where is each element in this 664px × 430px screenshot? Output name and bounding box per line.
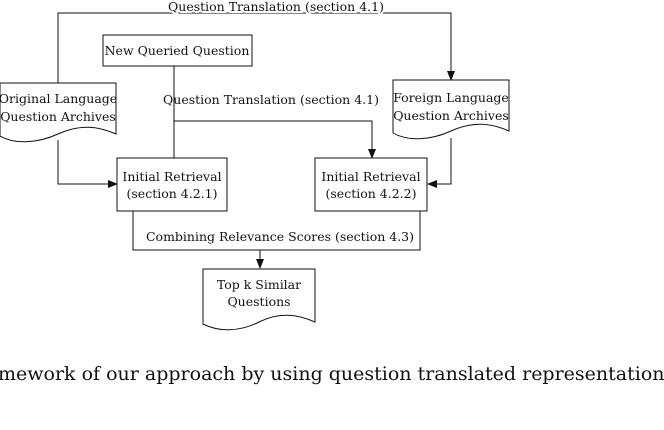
new-queried-question-label: New Queried Question bbox=[105, 43, 250, 58]
combining-bracket bbox=[132, 211, 421, 251]
original-archives-label-line1: Original Language bbox=[0, 91, 117, 106]
top-translation-connector bbox=[57, 12, 455, 83]
initial-retrieval-left-box bbox=[116, 157, 228, 212]
topk-label-line1: Top k Similar bbox=[217, 277, 301, 292]
left-archive-to-retrieval-connector bbox=[57, 140, 118, 188]
foreign-archives-doc-shape bbox=[392, 79, 510, 140]
foreign-archives-label-line1: Foreign Language bbox=[393, 90, 509, 105]
figure-caption: mework of our approach by using question… bbox=[0, 363, 664, 385]
mid-translation-connector bbox=[174, 120, 376, 159]
initial-retrieval-right-label-line2: (section 4.2.2) bbox=[326, 186, 417, 201]
new-queried-question-box bbox=[102, 34, 253, 67]
topk-doc-shape bbox=[202, 268, 316, 331]
original-archives-doc-shape bbox=[0, 82, 117, 143]
initial-retrieval-left-label-line1: Initial Retrieval bbox=[122, 169, 221, 184]
topk-label-line2: Questions bbox=[227, 294, 290, 309]
initial-retrieval-left-label-line2: (section 4.2.1) bbox=[127, 186, 218, 201]
combining-scores-label: Combining Relevance Scores (section 4.3) bbox=[146, 229, 414, 244]
original-archives-label-line2: Question Archives bbox=[0, 109, 116, 124]
initial-retrieval-right-box bbox=[314, 157, 428, 212]
question-translation-mid-label: Question Translation (section 4.1) bbox=[163, 92, 379, 107]
question-translation-top-label: Question Translation (section 4.1) bbox=[168, 0, 384, 14]
foreign-archive-to-retrieval-connector bbox=[427, 138, 452, 188]
initial-retrieval-right-label-line1: Initial Retrieval bbox=[321, 169, 420, 184]
foreign-archives-label-line2: Question Archives bbox=[393, 108, 509, 123]
